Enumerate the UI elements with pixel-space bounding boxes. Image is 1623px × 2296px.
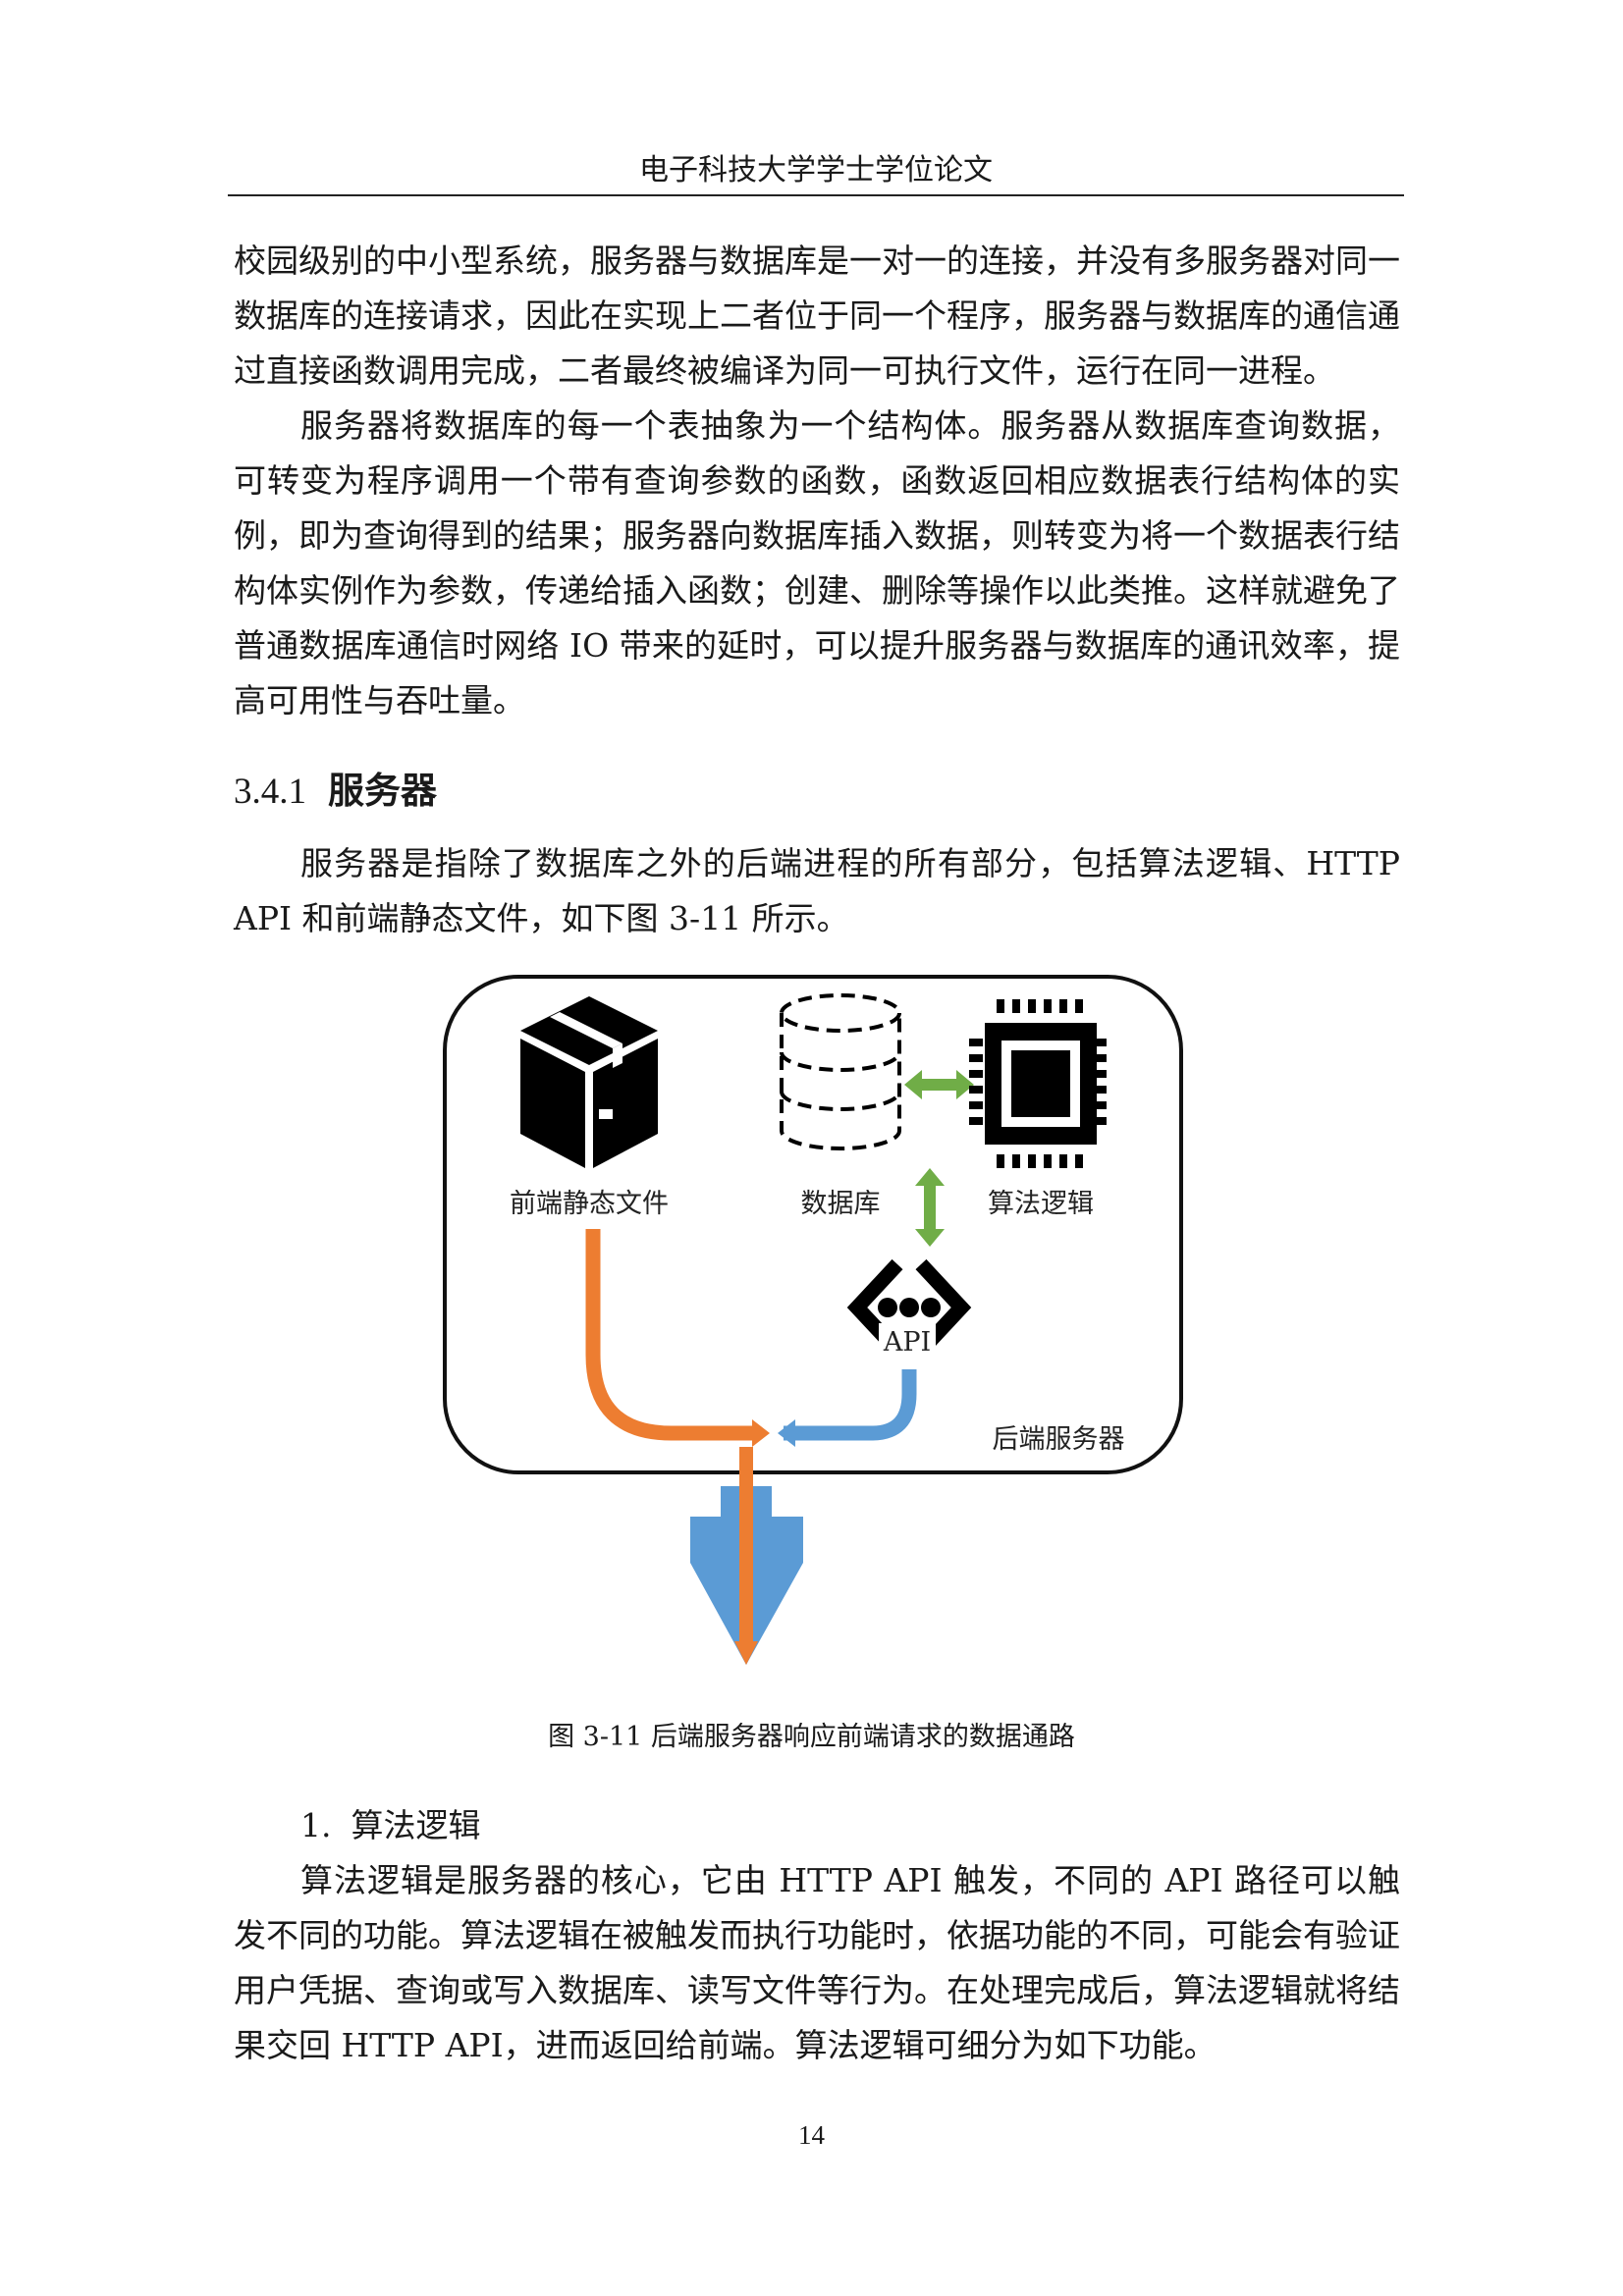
paragraph-2: 服务器将数据库的每一个表抽象为一个结构体。服务器从数据库查询数据，可转变为程序调…: [234, 406, 1400, 720]
database-icon: [780, 993, 901, 1150]
header-rule: [228, 194, 1404, 196]
double-arrow-horizontal: [904, 1070, 974, 1099]
subsection-heading: 1. 算法逻辑: [300, 1798, 481, 1853]
static-files-label: 前端静态文件: [510, 1189, 669, 1219]
running-header: 电子科技大学学士学位论文: [639, 153, 993, 187]
page-number: 14: [798, 2120, 825, 2150]
algorithm-label: 算法逻辑: [988, 1189, 1094, 1219]
cpu-chip-icon: [969, 999, 1107, 1168]
orange-data-arrow: [585, 1229, 770, 1665]
figure-caption: 图 3-11 后端服务器响应前端请求的数据通路: [548, 1722, 1075, 1752]
data-path-diagram: 前端静态文件 数据库 算法逻辑: [443, 975, 1183, 1665]
subsection-paragraph: 算法逻辑是服务器的核心，它由 HTTP API 触发，不同的 API 路径可以触…: [234, 1861, 1400, 2064]
backend-server-label: 后端服务器: [993, 1424, 1125, 1455]
subsection-title: 算法逻辑: [351, 1806, 481, 1844]
api-icon: [846, 1258, 972, 1357]
paragraph-1: 校园级别的中小型系统，服务器与数据库是一对一的连接，并没有多服务器对同一数据库的…: [234, 241, 1400, 390]
figure-3-11: 前端静态文件 数据库 算法逻辑: [440, 962, 1186, 1688]
double-arrow-vertical: [915, 1168, 945, 1247]
section-number: 3.4.1: [234, 772, 306, 812]
database-label: 数据库: [801, 1189, 881, 1219]
subsection-index: 1.: [300, 1806, 332, 1844]
api-label: API: [883, 1327, 931, 1358]
section-heading: 3.4.1 服务器: [234, 764, 437, 820]
section-intro: 服务器是指除了数据库之外的后端进程的所有部分，包括算法逻辑、HTTP API 和…: [234, 844, 1400, 937]
section-title: 服务器: [328, 770, 437, 812]
package-icon: [520, 996, 658, 1168]
